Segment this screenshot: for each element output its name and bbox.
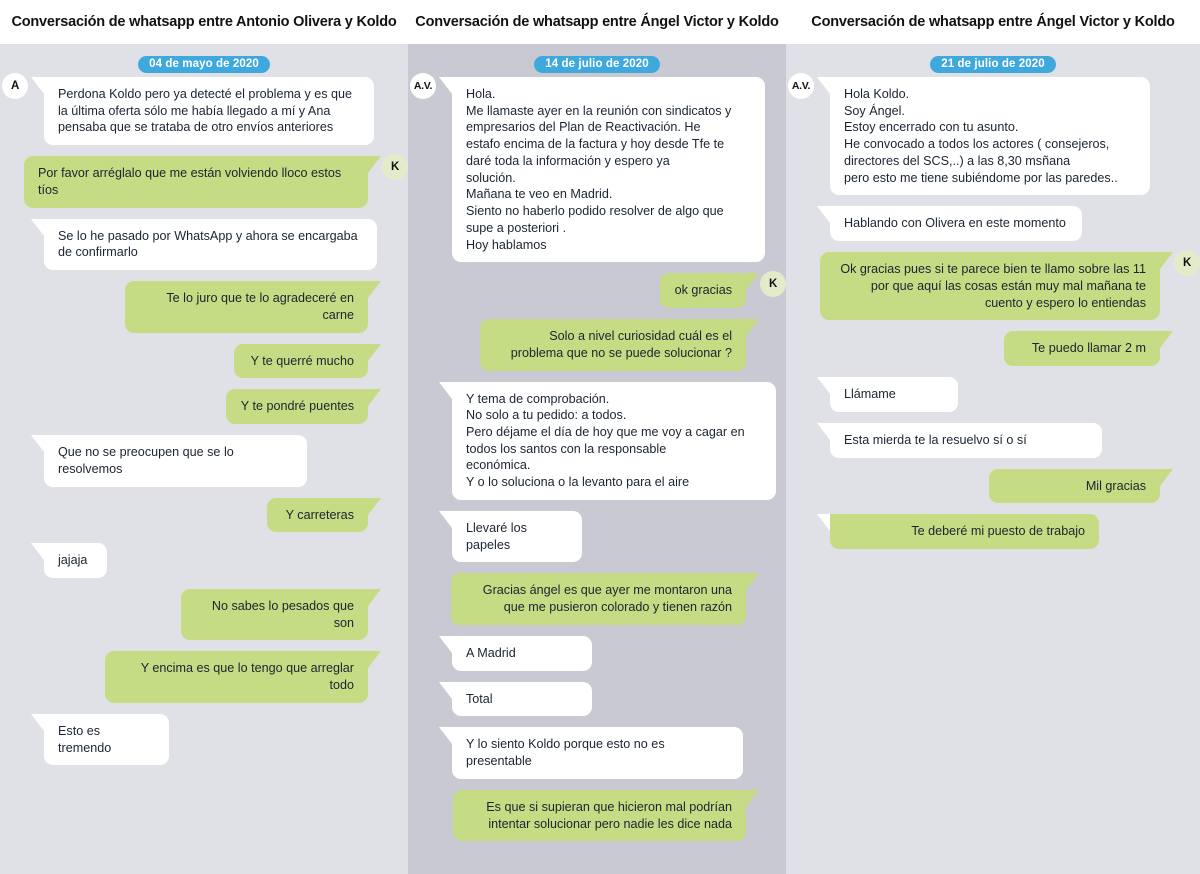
message-row: Perdona Koldo pero ya detecté el problem… bbox=[0, 73, 408, 146]
message-row: Te puedo llamar 2 m bbox=[786, 331, 1200, 367]
message-row: Por favor arréglalo que me están volvien… bbox=[0, 154, 408, 208]
message-bubble-outgoing: No sabes lo pesados que son bbox=[181, 589, 381, 641]
message-row: Hola Koldo. Soy Ángel. Estoy encerrado c… bbox=[786, 73, 1200, 196]
message-row: No sabes lo pesados que son bbox=[0, 589, 408, 641]
message-row: Hablando con Olivera en este momento bbox=[786, 206, 1200, 242]
message-row: Y encima es que lo tengo que arreglar to… bbox=[0, 651, 408, 703]
message-bubble-outgoing: Y carreteras bbox=[267, 497, 381, 533]
message-bubble-incoming: Esta mierda te la resuelvo sí o sí bbox=[817, 422, 1102, 458]
message-list-1: Perdona Koldo pero ya detecté el problem… bbox=[0, 73, 408, 766]
message-bubble-outgoing: Ok gracias pues si te parece bien te lla… bbox=[820, 252, 1173, 321]
message-bubble-outgoing: Solo a nivel curiosidad cuál es el probl… bbox=[480, 319, 759, 371]
message-row: Y te pondré puentes bbox=[0, 389, 408, 425]
message-row: Total bbox=[408, 681, 786, 717]
message-bubble-outgoing: Y encima es que lo tengo que arreglar to… bbox=[105, 651, 381, 703]
message-list-3: Hola Koldo. Soy Ángel. Estoy encerrado c… bbox=[786, 73, 1200, 550]
conversation-thread-2: 14 de julio de 2020 Hola. Me llamaste ay… bbox=[408, 44, 786, 874]
message-bubble-outgoing: Y te querré mucho bbox=[234, 343, 381, 379]
avatar-k: K bbox=[1174, 250, 1200, 277]
message-row: Es que si supieran que hicieron mal podr… bbox=[408, 789, 786, 842]
message-row: Esta mierda te la resuelvo sí o sí bbox=[786, 422, 1200, 458]
avatar-av: A.V. bbox=[410, 73, 436, 99]
message-bubble-incoming: jajaja bbox=[31, 543, 107, 579]
message-bubble-outgoing: ok gracias bbox=[660, 273, 759, 309]
message-bubble-incoming: Que no se preocupen que se lo resolvemos bbox=[31, 435, 307, 487]
message-bubble-outgoing: Por favor arréglalo que me están volvien… bbox=[24, 156, 381, 208]
conversation-column-3: 21 de julio de 2020 Hola Koldo. Soy Ánge… bbox=[786, 44, 1200, 874]
message-row: Te lo juro que te lo agradeceré en carne bbox=[0, 281, 408, 333]
message-bubble-incoming: Llámame bbox=[817, 377, 958, 412]
message-row: Gracias ángel es que ayer me montaron un… bbox=[408, 573, 786, 625]
message-bubble-outgoing: Te puedo llamar 2 m bbox=[1004, 331, 1173, 367]
message-bubble-outgoing: Gracias ángel es que ayer me montaron un… bbox=[451, 573, 759, 625]
message-row: Ok gracias pues si te parece bien te lla… bbox=[786, 250, 1200, 321]
message-row: Llámame bbox=[786, 377, 1200, 412]
message-row: Esto es tremendo bbox=[0, 713, 408, 766]
date-row-3: 21 de julio de 2020 bbox=[786, 44, 1200, 77]
date-badge-3: 21 de julio de 2020 bbox=[930, 56, 1056, 73]
message-bubble-incoming: Perdona Koldo pero ya detecté el problem… bbox=[31, 77, 374, 146]
message-row: Mil gracias bbox=[786, 468, 1200, 504]
date-row-1: 04 de mayo de 2020 bbox=[0, 44, 408, 77]
message-bubble-incoming: Te deberé mi puesto de trabajo bbox=[817, 514, 1099, 550]
message-bubble-outgoing: Es que si supieran que hicieron mal podr… bbox=[453, 789, 759, 842]
date-badge-2: 14 de julio de 2020 bbox=[534, 56, 660, 73]
conversation-column-2: 14 de julio de 2020 Hola. Me llamaste ay… bbox=[408, 44, 786, 874]
message-row: Y carreteras bbox=[0, 497, 408, 533]
conversation-thread-3: 21 de julio de 2020 Hola Koldo. Soy Ánge… bbox=[786, 44, 1200, 874]
message-bubble-incoming: Hola Koldo. Soy Ángel. Estoy encerrado c… bbox=[817, 77, 1150, 196]
message-row: Hola. Me llamaste ayer en la reunión con… bbox=[408, 73, 786, 263]
message-bubble-incoming: A Madrid bbox=[439, 635, 592, 671]
message-row: Llevaré los papeles bbox=[408, 510, 786, 563]
message-bubble-outgoing: Te lo juro que te lo agradeceré en carne bbox=[125, 281, 381, 333]
message-bubble-incoming: Se lo he pasado por WhatsApp y ahora se … bbox=[31, 218, 377, 271]
message-row: Y lo siento Koldo porque esto no es pres… bbox=[408, 727, 786, 779]
conversation-thread-1: 04 de mayo de 2020 Perdona Koldo pero ya… bbox=[0, 44, 408, 874]
avatar-k: K bbox=[760, 271, 786, 298]
message-bubble-outgoing: Y te pondré puentes bbox=[226, 389, 381, 425]
conversation-columns: 04 de mayo de 2020 Perdona Koldo pero ya… bbox=[0, 44, 1200, 874]
avatar-av: A.V. bbox=[788, 73, 814, 99]
headers-band: Conversación de whatsapp entre Antonio O… bbox=[0, 0, 1200, 44]
message-row: Se lo he pasado por WhatsApp y ahora se … bbox=[0, 218, 408, 271]
column-header-1: Conversación de whatsapp entre Antonio O… bbox=[11, 14, 397, 30]
conversation-column-1: 04 de mayo de 2020 Perdona Koldo pero ya… bbox=[0, 44, 408, 874]
message-bubble-outgoing: Mil gracias bbox=[989, 468, 1173, 504]
message-row: A Madrid bbox=[408, 635, 786, 671]
message-row: jajaja bbox=[0, 543, 408, 579]
message-row: Que no se preocupen que se lo resolvemos bbox=[0, 435, 408, 487]
date-row-2: 14 de julio de 2020 bbox=[408, 44, 786, 77]
message-row: Te deberé mi puesto de trabajo bbox=[786, 514, 1200, 550]
message-bubble-incoming: Y tema de comprobación. No solo a tu ped… bbox=[439, 381, 776, 500]
avatar-a: A bbox=[2, 73, 28, 99]
column-header-2: Conversación de whatsapp entre Ángel Vic… bbox=[415, 14, 779, 30]
message-bubble-incoming: Y lo siento Koldo porque esto no es pres… bbox=[439, 727, 743, 779]
message-bubble-incoming: Total bbox=[439, 681, 592, 717]
message-row: Solo a nivel curiosidad cuál es el probl… bbox=[408, 319, 786, 371]
message-bubble-incoming: Llevaré los papeles bbox=[439, 510, 582, 563]
date-badge-1: 04 de mayo de 2020 bbox=[138, 56, 270, 73]
message-bubble-incoming: Hola. Me llamaste ayer en la reunión con… bbox=[439, 77, 765, 263]
message-list-2: Hola. Me llamaste ayer en la reunión con… bbox=[408, 73, 786, 842]
message-bubble-incoming: Esto es tremendo bbox=[31, 713, 169, 766]
column-header-3: Conversación de whatsapp entre Ángel Vic… bbox=[811, 14, 1175, 30]
avatar-k: K bbox=[382, 154, 408, 181]
message-row: Y tema de comprobación. No solo a tu ped… bbox=[408, 381, 786, 500]
message-bubble-incoming: Hablando con Olivera en este momento bbox=[817, 206, 1082, 242]
message-row: Y te querré mucho bbox=[0, 343, 408, 379]
